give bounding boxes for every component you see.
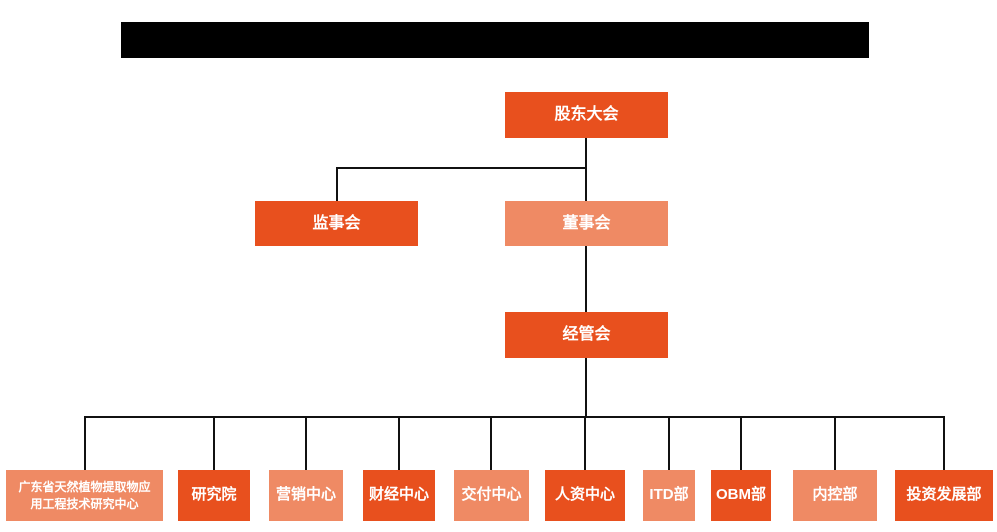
org-node-marketing-center: 营销中心 [269,470,343,521]
org-node-label: 董事会 [562,214,611,232]
connector-drop-obm-dept [740,416,742,470]
org-node-label: OBM部 [716,486,766,504]
org-node-hr-center: 人资中心 [545,470,625,521]
connector-drop-internal-control-dept [834,416,836,470]
org-node-research-institute: 研究院 [178,470,250,521]
org-node-board-of-directors: 董事会 [505,201,668,246]
org-node-label: ITD部 [649,486,689,504]
org-node-label: 财经中心 [368,486,429,504]
connector-management-down [585,358,587,417]
org-node-finance-center: 财经中心 [363,470,435,521]
org-node-label: 经管会 [562,326,611,344]
connector-departments-bus [84,416,945,418]
org-node-label: 投资发展部 [906,486,982,504]
org-node-delivery-center: 交付中心 [454,470,529,521]
org-node-research-center: 广东省天然植物提取物应用工程技术研究中心 [6,470,163,521]
connector-drop-finance-center [398,416,400,470]
org-node-label: 股东大会 [554,106,619,124]
connector-level2-branch [336,167,587,169]
org-node-label: 研究院 [191,486,237,504]
org-node-label: 人资中心 [554,486,615,504]
connector-drop-delivery-center [490,416,492,470]
org-node-label: 营销中心 [275,486,336,504]
org-node-shareholders-meeting: 股东大会 [505,92,668,138]
connector-drop-itd-dept [668,416,670,470]
connector-drop-investment-development-dept [943,416,945,470]
org-node-label: 监事会 [312,214,361,232]
org-node-internal-control-dept: 内控部 [793,470,877,521]
org-node-label: 广东省天然植物提取物应用工程技术研究中心 [18,480,151,511]
org-node-investment-development-dept: 投资发展部 [895,470,993,521]
org-node-obm-dept: OBM部 [711,470,771,521]
org-node-label: 交付中心 [461,486,522,504]
org-node-label: 内控部 [812,486,858,504]
org-node-itd-dept: ITD部 [643,470,695,521]
connector-drop-research-center [84,416,86,470]
org-node-management-committee: 经管会 [505,312,668,358]
connector-drop-research-institute [213,416,215,470]
redacted-title-bar [121,22,869,58]
connector-to-supervisory-board [336,167,338,201]
connector-drop-hr-center [584,416,586,470]
org-node-supervisory-board: 监事会 [255,201,418,246]
connector-drop-marketing-center [305,416,307,470]
connector-board-to-management [585,246,587,312]
connector-shareholders-down [585,137,587,201]
